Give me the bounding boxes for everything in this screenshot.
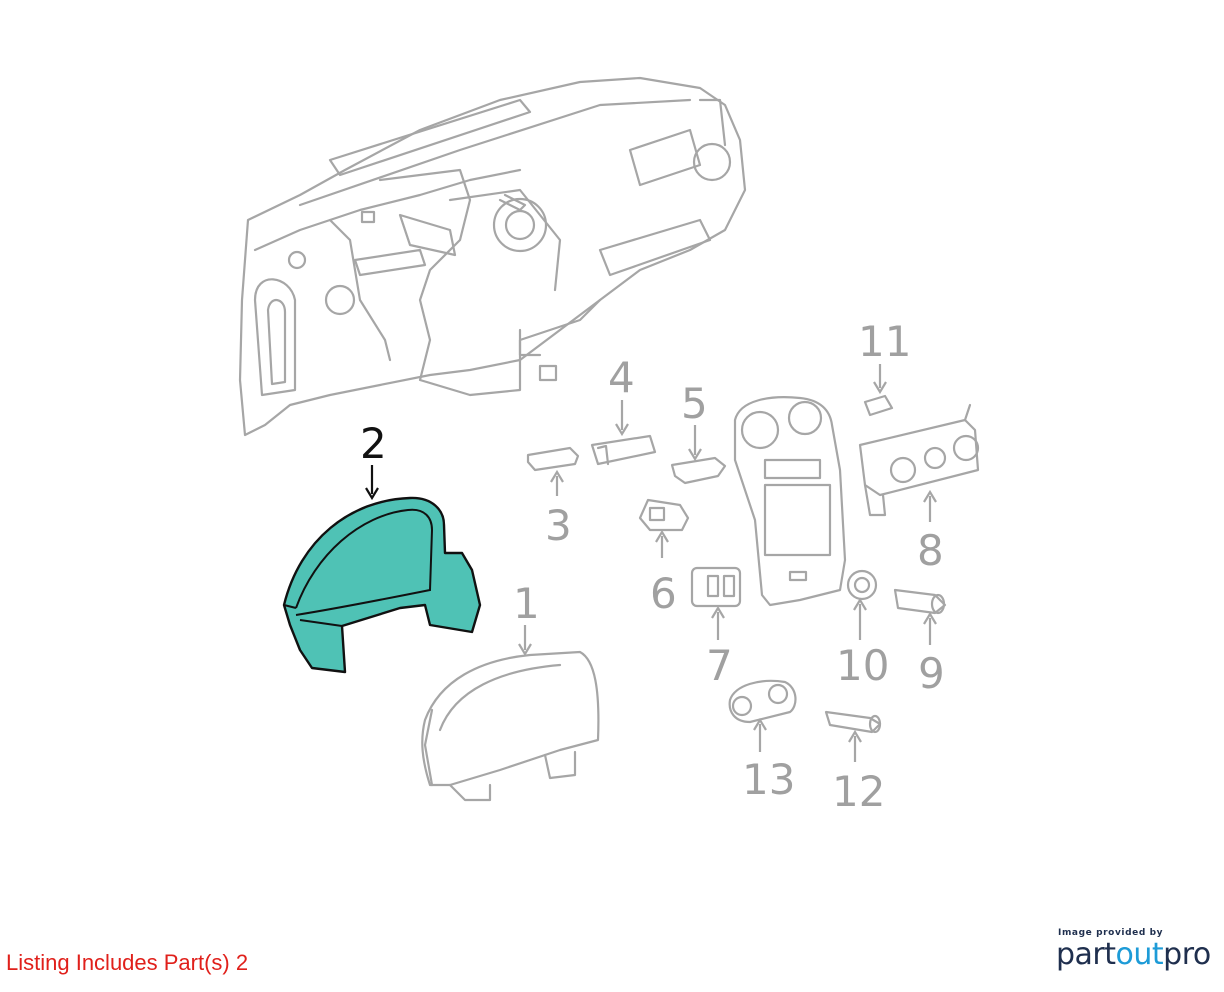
callout-6: 6: [650, 569, 677, 618]
part-8-climate-control[interactable]: [858, 403, 980, 517]
part-10-knob[interactable]: [846, 569, 878, 601]
callout-11: 11: [858, 317, 911, 366]
part-13-switch[interactable]: [728, 679, 797, 724]
callout-12: 12: [832, 767, 885, 816]
part-6-switch[interactable]: [638, 498, 690, 532]
part-3-switch[interactable]: [526, 446, 580, 472]
logo-part: part: [1056, 937, 1116, 972]
callout-8: 8: [917, 526, 944, 575]
part-4-switch[interactable]: [590, 434, 657, 466]
callout-labels: 1 2 3 4 5 6 7 8 9 10 11 12 13: [360, 317, 945, 816]
instrument-panel-drawing: [238, 76, 747, 437]
part-7-switch[interactable]: [690, 566, 742, 608]
callout-13: 13: [742, 755, 795, 804]
part-11-bulb[interactable]: [863, 394, 894, 417]
leader-lines: [365, 364, 937, 762]
callout-4: 4: [608, 353, 635, 402]
callout-10: 10: [836, 641, 889, 690]
callout-3: 3: [545, 501, 572, 550]
part-1-instrument-cluster[interactable]: [421, 650, 600, 802]
logo-pro: pro: [1163, 937, 1211, 972]
center-stack-bezel-drawing: [733, 396, 847, 607]
partoutpro-logo: partoutpro: [1056, 940, 1216, 970]
part-2-cluster-bezel[interactable]: [282, 496, 482, 674]
part-5-switch[interactable]: [670, 456, 727, 485]
credit-caption: Image provided by: [1058, 928, 1164, 938]
image-credit: Image provided by partoutpro: [1056, 928, 1216, 970]
callout-7: 7: [706, 641, 733, 690]
callout-2: 2: [360, 419, 387, 468]
part-12-bulb[interactable]: [824, 710, 882, 734]
callout-1: 1: [513, 579, 540, 628]
logo-out: out: [1115, 937, 1164, 972]
part-9-switch[interactable]: [893, 588, 947, 615]
callout-5: 5: [681, 379, 708, 428]
callout-9: 9: [918, 649, 945, 698]
listing-includes-text: Listing Includes Part(s) 2: [6, 950, 249, 975]
